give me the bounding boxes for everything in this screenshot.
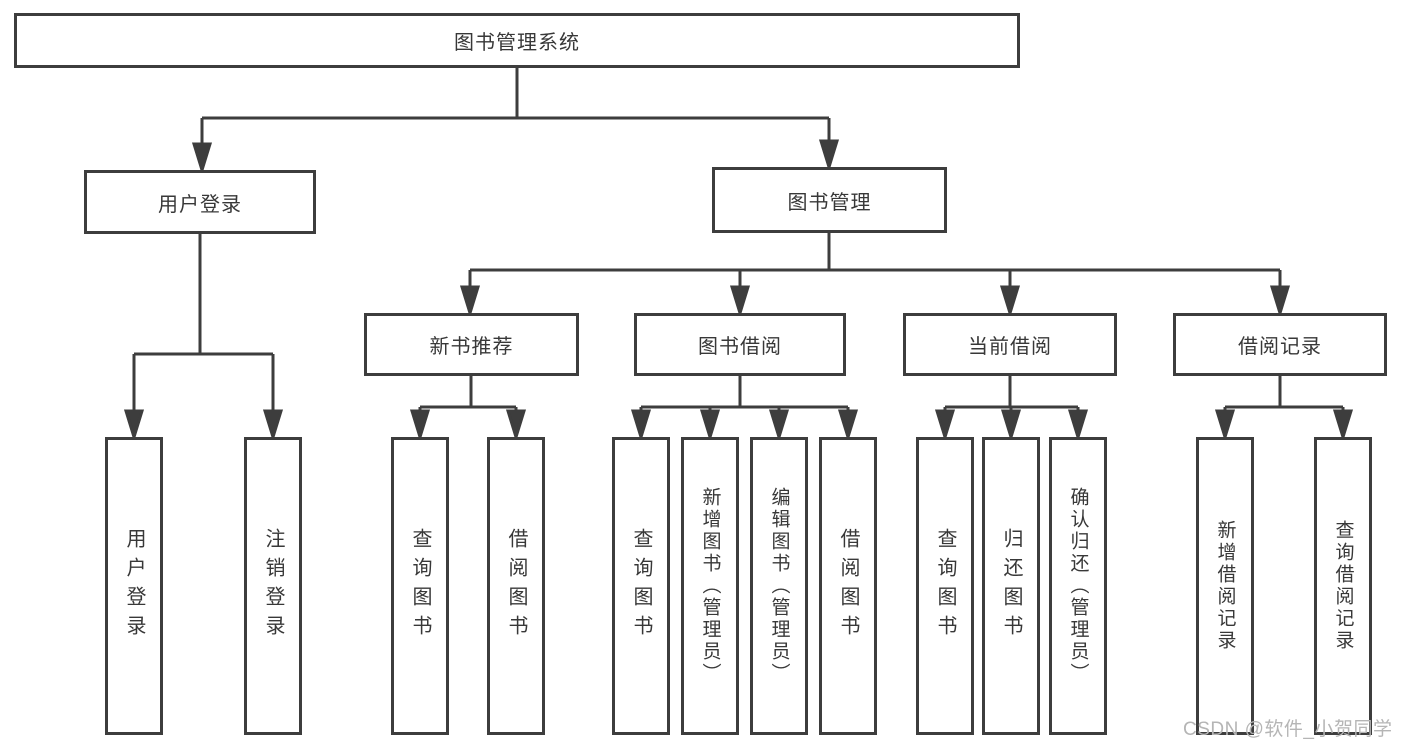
arrowhead-leaf-bb-borrow	[837, 409, 859, 443]
leaf-newbooks-borrow-books: 借阅图书	[487, 437, 545, 735]
connector-bookborrow-to-leaves	[639, 376, 850, 413]
leaf-borrow-add-books-admin: 新增图书（管理员）	[681, 437, 739, 735]
leaf-borrow-query-books: 查询图书	[612, 437, 670, 735]
leaf-newbooks-query-books: 查询图书	[391, 437, 449, 735]
arrowhead-leaf-cb-return	[1000, 409, 1022, 443]
arrowhead-leaf-cb-confirm	[1067, 409, 1089, 443]
arrowhead-book-mgmt	[818, 139, 840, 173]
csdn-watermark: CSDN @软件_小贺同学	[1183, 719, 1393, 740]
node-borrow-records: 借阅记录	[1173, 313, 1387, 376]
leaf-logout: 注销登录	[244, 437, 302, 735]
arrowhead-borrow-records	[1269, 285, 1291, 319]
arrowhead-new-books	[459, 285, 481, 319]
connector-records-to-leaves	[1223, 376, 1345, 413]
arrowhead-leaf-cb-query	[934, 409, 956, 443]
arrowhead-leaf-logout	[262, 409, 284, 443]
arrowhead-leaf-br-add	[1214, 409, 1236, 443]
node-book-management: 图书管理	[712, 167, 947, 233]
arrowhead-leaf-bb-query	[630, 409, 652, 443]
connector-newbooks-to-leaves	[418, 376, 518, 413]
arrowhead-current-borrow	[999, 285, 1021, 319]
connector-userlogin-to-leaves	[132, 234, 275, 413]
arrowhead-leaf-user-login	[123, 409, 145, 443]
leaf-records-query-record: 查询借阅记录	[1314, 437, 1372, 735]
leaf-current-query-books: 查询图书	[916, 437, 974, 735]
leaf-borrow-borrow-books: 借阅图书	[819, 437, 877, 735]
arrowhead-leaf-nb-query	[409, 409, 431, 443]
leaf-current-return-books: 归还图书	[982, 437, 1040, 735]
connector-currentborrow-to-leaves	[943, 376, 1080, 413]
arrowhead-leaf-nb-borrow	[505, 409, 527, 443]
node-current-borrow: 当前借阅	[903, 313, 1117, 376]
node-user-login: 用户登录	[84, 170, 316, 234]
leaf-current-confirm-return-admin: 确认归还（管理员）	[1049, 437, 1107, 735]
leaf-records-add-record: 新增借阅记录	[1196, 437, 1254, 735]
arrowhead-book-borrow	[729, 285, 751, 319]
arrowhead-leaf-bb-add	[699, 409, 721, 443]
leaf-borrow-edit-books-admin: 编辑图书（管理员）	[750, 437, 808, 735]
arrowhead-leaf-br-query	[1332, 409, 1354, 443]
arrowhead-leaf-bb-edit	[768, 409, 790, 443]
leaf-user-login: 用户登录	[105, 437, 163, 735]
connector-root-to-level2	[200, 68, 831, 146]
node-root-system: 图书管理系统	[14, 13, 1020, 68]
arrowhead-user-login	[191, 142, 213, 176]
node-book-borrow: 图书借阅	[634, 313, 846, 376]
connector-bookmgmt-to-level3	[468, 233, 1282, 289]
node-new-book-recommend: 新书推荐	[364, 313, 579, 376]
